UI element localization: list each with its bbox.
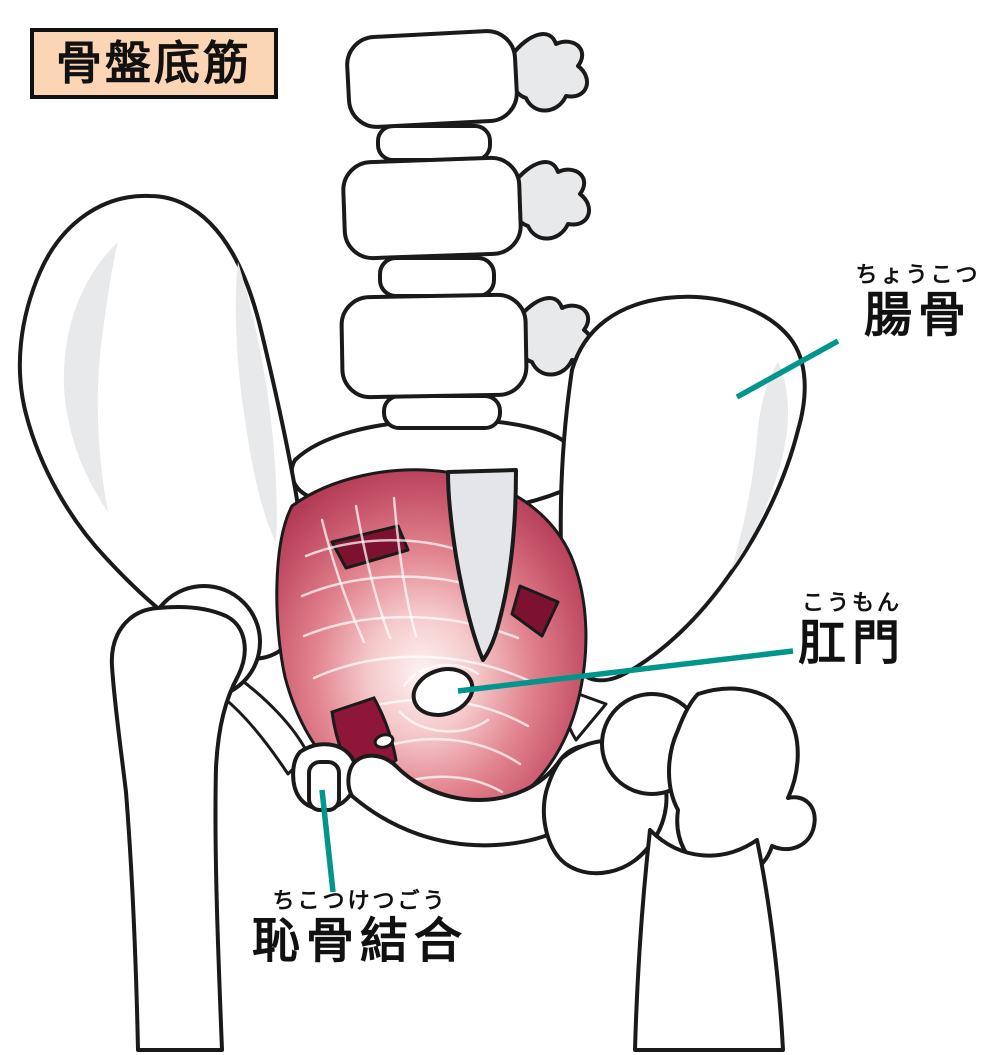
vertebra-body bbox=[345, 29, 519, 129]
label-ilium-furigana: ちょうこつ bbox=[855, 263, 981, 288]
right-ilium bbox=[558, 294, 807, 683]
small-opening bbox=[373, 733, 395, 749]
vertebra-body bbox=[341, 155, 523, 261]
label-anus-furigana: こうもん bbox=[801, 591, 902, 616]
lumbar-spine bbox=[339, 29, 595, 430]
label-ilium: ちょうこつ 腸骨 bbox=[836, 263, 1000, 344]
vertebra-body bbox=[339, 292, 529, 400]
anus-leader-line bbox=[457, 648, 794, 694]
label-anus-text: 肛門 bbox=[797, 615, 906, 672]
figure-title: 骨盤底筋 bbox=[30, 28, 278, 100]
label-anus: こうもん 肛門 bbox=[790, 591, 914, 672]
ilium-leader-line bbox=[735, 338, 840, 400]
left-femur bbox=[109, 584, 262, 1052]
left-pubic-ramus bbox=[222, 674, 310, 776]
pubic-symphysis-leader-line bbox=[319, 789, 336, 893]
right-femur bbox=[600, 686, 817, 1052]
vertebra-process bbox=[507, 32, 589, 113]
greater-trochanter bbox=[667, 686, 817, 880]
label-pubic-symphysis: ちこつけつごう 恥骨結合 bbox=[238, 889, 482, 970]
label-pubic-symphysis-furigana: ちこつけつごう bbox=[272, 889, 448, 914]
anus-opening bbox=[411, 667, 475, 717]
muscle-gap bbox=[510, 584, 560, 638]
sacrum-coccyx bbox=[446, 468, 518, 662]
left-ilium bbox=[17, 193, 306, 661]
muscle-gap bbox=[330, 524, 410, 570]
vertebra-process bbox=[509, 160, 591, 241]
label-ilium-text: 腸骨 bbox=[863, 287, 972, 344]
label-pubic-symphysis-text: 恥骨結合 bbox=[251, 913, 468, 970]
